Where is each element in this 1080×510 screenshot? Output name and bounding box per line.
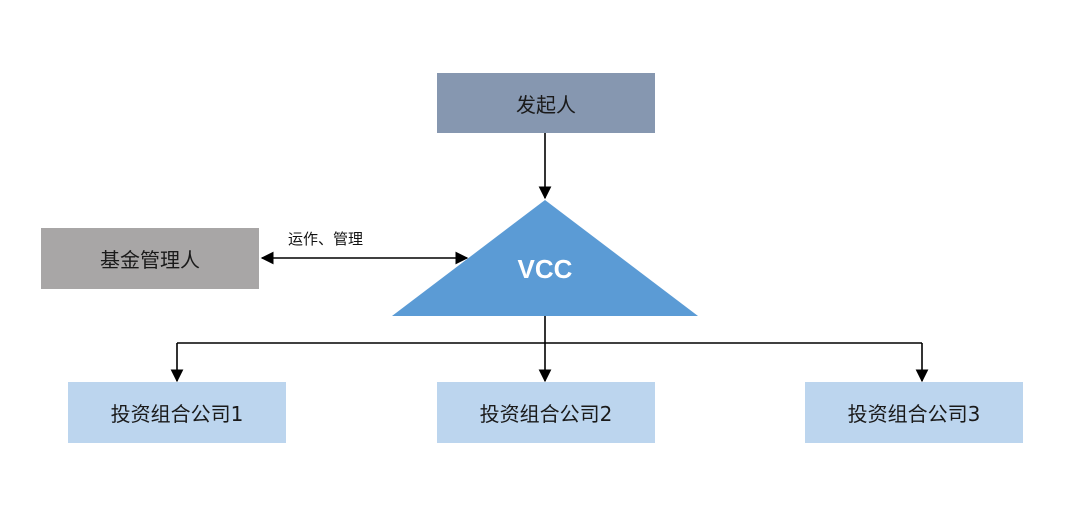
sponsor-label: 发起人 (516, 92, 576, 117)
portfolio-label-1: 投资组合公司1 (110, 402, 244, 426)
vcc-triangle (392, 200, 698, 316)
fund-manager-box: 基金管理人 (41, 228, 259, 289)
sponsor-box: 发起人 (437, 73, 655, 133)
portfolio-box-3: 投资组合公司3 (805, 382, 1023, 443)
manager-vcc-edge-label: 运作、管理 (288, 230, 364, 248)
portfolio-label-2: 投资组合公司2 (479, 402, 613, 426)
fund-manager-label: 基金管理人 (100, 248, 200, 272)
portfolio-label-3: 投资组合公司3 (847, 402, 981, 426)
vcc-label: VCC (517, 254, 573, 284)
portfolio-box-1: 投资组合公司1 (68, 382, 286, 443)
portfolio-box-2: 投资组合公司2 (437, 382, 655, 443)
